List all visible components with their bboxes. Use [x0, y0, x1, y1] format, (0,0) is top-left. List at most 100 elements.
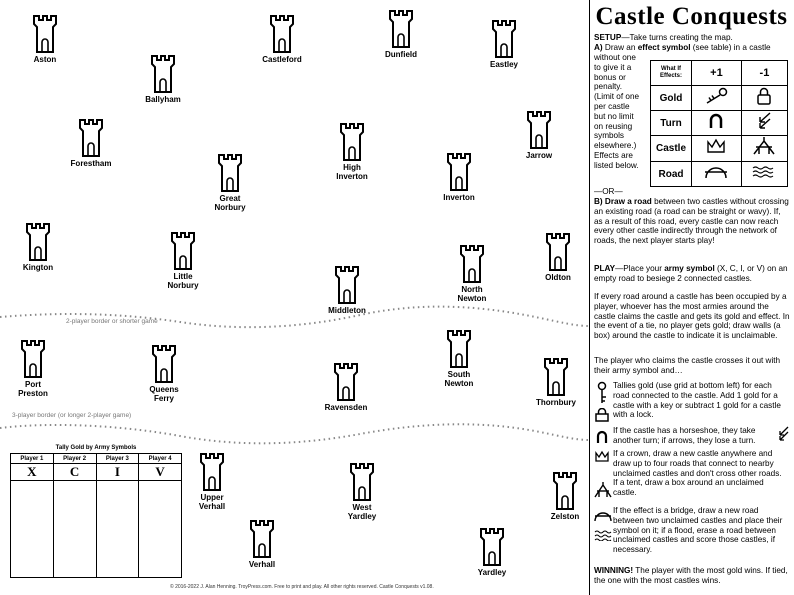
step-a-narrow-line: but no limit — [594, 111, 634, 121]
step-a-text-2: (see table) in a castle — [692, 42, 771, 52]
gold-tally-grid[interactable]: Tally Gold by Army Symbols Player 1 Play… — [10, 445, 182, 578]
castle-name: Inverton — [443, 193, 475, 202]
player-4-tally-cell[interactable] — [138, 480, 182, 578]
castle-oldton[interactable]: Oldton — [528, 232, 588, 282]
win-text: The player with the most gold wins. If t… — [594, 566, 788, 585]
castle-name: Port Preston — [18, 380, 48, 398]
castle-aston[interactable]: Aston — [15, 14, 75, 64]
castle-verhall[interactable]: Verhall — [232, 519, 292, 569]
castle-icon — [217, 153, 243, 193]
castle-ballyham[interactable]: Ballyham — [133, 54, 193, 104]
castle-name: South Newton — [444, 370, 474, 388]
row-road: Road — [650, 161, 692, 187]
copyright: © 2016-2022 J. Alan Henning. TroyPress.c… — [170, 584, 434, 590]
flood-icon — [594, 530, 612, 541]
castle-icon — [491, 19, 517, 59]
castle-name: Middleton — [328, 306, 366, 315]
effect-turn-rule: If the castle has a horseshoe, they take… — [594, 426, 790, 448]
castle-west-yardley[interactable]: West Yardley — [332, 462, 392, 521]
castle-eastley[interactable]: Eastley — [474, 19, 534, 69]
castle-icon — [333, 362, 359, 402]
play-text-2: (X, C, I, or V) on an empty road to besi… — [594, 264, 788, 283]
castle-name: Castleford — [262, 55, 302, 64]
castle-icon — [78, 118, 104, 158]
lock-icon — [595, 408, 609, 422]
plus-one-header: +1 — [691, 60, 742, 86]
step-a-bold: effect symbol — [637, 42, 691, 52]
player-2-tally-cell[interactable] — [52, 480, 97, 578]
castle-ravensden[interactable]: Ravensden — [316, 362, 376, 412]
castle-port-preston[interactable]: Port Preston — [3, 339, 63, 398]
flood-icon — [740, 161, 789, 187]
castle-south-newton[interactable]: South Newton — [429, 329, 489, 388]
tally-table[interactable]: Player 1 Player 2 Player 3 Player 4 X C … — [10, 453, 182, 578]
castle-name: West Yardley — [347, 503, 377, 521]
arrows-icon — [740, 110, 789, 136]
castle-queens-ferry[interactable]: Queens Ferry — [134, 344, 194, 403]
or-divider: —OR— — [594, 187, 623, 196]
play-label: PLAY — [594, 264, 616, 273]
castle-dunfield[interactable]: Dunfield — [371, 9, 431, 59]
key-icon — [597, 381, 607, 403]
player-2-symbol: C — [52, 463, 97, 481]
step-b-text: between two castles without crossing an … — [594, 197, 789, 246]
bridge-icon — [594, 512, 612, 522]
castle-icon — [526, 110, 552, 150]
castle-upper-verhall[interactable]: Upper Verhall — [182, 452, 242, 511]
step-a-narrow-line: per castle — [594, 101, 630, 111]
step-a-narrow-line: penalty. — [594, 82, 623, 92]
castle-castleford[interactable]: Castleford — [252, 14, 312, 64]
castle-jarrow[interactable]: Jarrow — [509, 110, 569, 160]
castle-high-inverton[interactable]: High Inverton — [322, 122, 382, 181]
castle-forestham[interactable]: Forestham — [61, 118, 121, 168]
player-1-tally-cell[interactable] — [10, 480, 54, 578]
player-3-tally-cell[interactable] — [95, 480, 140, 578]
castle-name: Eastley — [489, 60, 519, 69]
castle-icon — [552, 471, 578, 511]
castle-thornbury[interactable]: Thornbury — [526, 357, 586, 407]
castle-north-newton[interactable]: North Newton — [442, 244, 502, 303]
arrows-icon — [779, 426, 789, 441]
castle-name: Kington — [22, 263, 54, 272]
castle-icon — [349, 462, 375, 502]
castle-icon — [249, 519, 275, 559]
castle-name: Jarrow — [525, 151, 553, 160]
step-a-narrow-line: symbols — [594, 131, 625, 141]
row-castle: Castle — [650, 135, 692, 162]
castle-icon — [151, 344, 177, 384]
castle-yardley[interactable]: Yardley — [462, 527, 522, 577]
castle-zelston[interactable]: Zelston — [535, 471, 595, 521]
effect-castle-rule: If a crown, draw a new castle anywhere a… — [594, 449, 790, 504]
effect-road-text: If the effect is a bridge, draw a new ro… — [613, 506, 783, 555]
castle-icon — [446, 329, 472, 369]
occupy-rules: If every road around a castle has been o… — [594, 292, 790, 341]
castle-little-norbury[interactable]: Little Norbury — [153, 231, 213, 290]
step-a-narrow-line: to give it a — [594, 62, 632, 72]
crown-icon — [691, 135, 742, 162]
step-b-bold: Draw a road — [604, 197, 652, 206]
castle-great-norbury[interactable]: Great Norbury — [200, 153, 260, 212]
bridge-icon — [691, 161, 742, 187]
castle-icon — [388, 9, 414, 49]
step-a-narrow-line: bonus or — [594, 72, 626, 82]
castle-icon — [150, 54, 176, 94]
player-4-label: Player 4 — [138, 453, 182, 464]
three-player-border-label: 3-player border (or longer 2-player game… — [12, 412, 132, 419]
player-3-label: Player 3 — [95, 453, 140, 464]
step-b-label: B) — [594, 197, 603, 206]
step-a-narrow-line: listed below. — [594, 160, 639, 170]
castle-middleton[interactable]: Middleton — [317, 265, 377, 315]
castle-name: Verhall — [248, 560, 276, 569]
castle-inverton[interactable]: Inverton — [429, 152, 489, 202]
effect-gold-rule: Tallies gold (use grid at bottom left) f… — [594, 381, 790, 423]
castle-name: High Inverton — [336, 163, 368, 181]
castle-icon — [199, 452, 225, 492]
tent-icon — [594, 482, 612, 498]
step-a-label: A) — [594, 42, 603, 52]
castle-kington[interactable]: Kington — [8, 222, 68, 272]
player-3-symbol: I — [95, 463, 140, 481]
step-a-narrow-line: on reusing — [594, 121, 633, 131]
